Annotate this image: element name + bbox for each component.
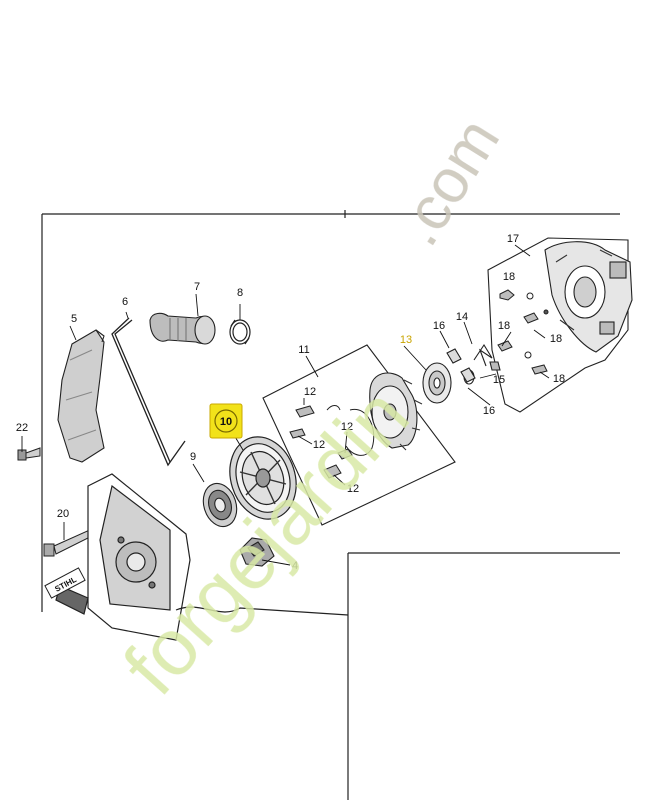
bracket-5 [57, 329, 105, 463]
label-part-9: 9 [190, 451, 196, 463]
label-part-10: 10 [220, 416, 232, 428]
highlight-box-10 [209, 403, 243, 439]
screw-22 [17, 447, 41, 461]
label-part-7: 7 [194, 281, 200, 293]
label-part-12-a: 12 [304, 386, 316, 398]
label-part-22: 22 [16, 422, 28, 434]
pawl-12-set [289, 405, 353, 479]
starter-cup [369, 372, 423, 451]
clip-18-set [497, 289, 549, 375]
label-part-17: 17 [507, 233, 519, 245]
label-part-16-a: 16 [433, 320, 445, 332]
spring-wire [326, 405, 375, 456]
label-part-4: 4 [292, 560, 298, 572]
rotor-disc-13 [422, 362, 452, 404]
rope-rotor-10 [229, 436, 297, 520]
spring-14-washer-15-pawls-16 [446, 343, 501, 385]
label-part-8: 8 [237, 287, 243, 299]
label-part-12-d: 12 [347, 483, 359, 495]
fan-housing [55, 473, 349, 641]
label-part-12-c: 12 [341, 421, 353, 433]
label-part-20: 20 [57, 508, 69, 520]
label-part-6: 6 [122, 296, 128, 308]
label-part-18-c: 18 [550, 333, 562, 345]
starter-housing-17 [487, 237, 633, 413]
label-part-5: 5 [71, 313, 77, 325]
starter-grip-7 [149, 312, 216, 345]
highlight-ring-10 [214, 409, 238, 433]
sub-assembly-box-11 [262, 344, 456, 526]
label-part-18-d: 18 [553, 373, 565, 385]
label-part-16-b: 16 [483, 405, 495, 417]
rewind-spring-9 [202, 482, 238, 528]
watermark-domain: .com [383, 107, 513, 258]
diagram-frame [41, 210, 620, 800]
label-part-18-a: 18 [503, 271, 515, 283]
label-part-11: 11 [298, 344, 309, 356]
label-part-13: 13 [400, 334, 412, 346]
rod-6 [111, 317, 186, 467]
part-labels: 5 6 7 8 22 20 9 10 4 11 12 12 12 12 13 1… [16, 233, 565, 572]
label-part-14: 14 [456, 311, 468, 323]
catch-4 [239, 537, 275, 567]
label-part-15: 15 [493, 374, 505, 386]
label-part-12-b: 12 [313, 439, 325, 451]
ring-8 [229, 319, 251, 345]
label-part-18-b: 18 [498, 320, 510, 332]
